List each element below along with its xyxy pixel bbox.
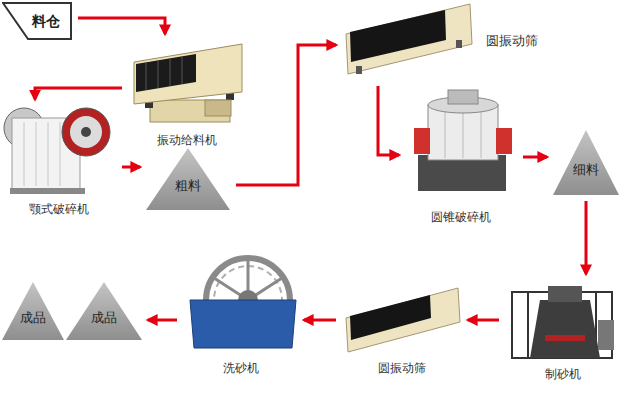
flow-arrow	[236, 45, 336, 185]
coarse-pile: 粗料	[146, 148, 230, 210]
screen-illustration	[346, 4, 472, 74]
jaw-crusher: 颚式破碎机	[2, 105, 116, 217]
machine-label: 制砂机	[545, 366, 581, 382]
feeder-illustration	[134, 44, 242, 122]
machine-label: 圆锥破碎机	[431, 209, 491, 225]
flow-arrow	[304, 319, 336, 322]
machine-label: 圆振动筛	[378, 360, 426, 376]
pile-triangle	[146, 148, 230, 210]
vibrating-screen: 圆振动筛	[342, 280, 462, 376]
hopper-outline	[3, 3, 71, 39]
pile-label: 细料	[573, 162, 599, 178]
cone-crusher-illustration	[414, 90, 512, 191]
fine-pile: 细料	[553, 130, 619, 195]
machine-label: 圆振动筛	[486, 33, 538, 49]
pile-label: 粗料	[175, 178, 201, 194]
pile-label: 成品	[20, 310, 46, 326]
flow-arrow	[585, 201, 588, 274]
product-pile: 成品	[2, 282, 64, 340]
hopper-label: 料仓	[32, 13, 60, 29]
product-pile: 成品	[66, 282, 142, 340]
sand-maker-illustration	[512, 286, 614, 358]
sand-maker: 制砂机	[505, 280, 621, 382]
flow-arrow	[148, 319, 177, 322]
sand-washer-illustration	[190, 258, 296, 348]
jaw-crusher-illustration	[4, 108, 110, 194]
vibrating-feeder: 振动给料机	[128, 40, 246, 148]
pile-triangle	[553, 130, 619, 195]
cone-crusher: 圆锥破碎机	[405, 85, 517, 225]
pile-label: 成品	[91, 310, 117, 326]
vibrating-screen: 圆振动筛	[342, 2, 542, 80]
machine-label: 洗砂机	[223, 360, 259, 376]
hopper-bin: 料仓	[2, 2, 72, 40]
flow-arrow	[378, 86, 399, 155]
flow-arrow	[523, 156, 547, 159]
pile-triangle	[2, 282, 64, 340]
pile-triangle	[66, 282, 142, 340]
flow-arrow	[78, 18, 165, 34]
sand-washer: 洗砂机	[183, 255, 298, 376]
flow-arrow	[122, 166, 140, 169]
machine-label: 颚式破碎机	[29, 201, 89, 217]
flow-arrow	[468, 319, 499, 322]
machine-label: 振动给料机	[157, 132, 217, 148]
flow-arrow	[35, 88, 122, 99]
screen-illustration	[346, 288, 460, 352]
